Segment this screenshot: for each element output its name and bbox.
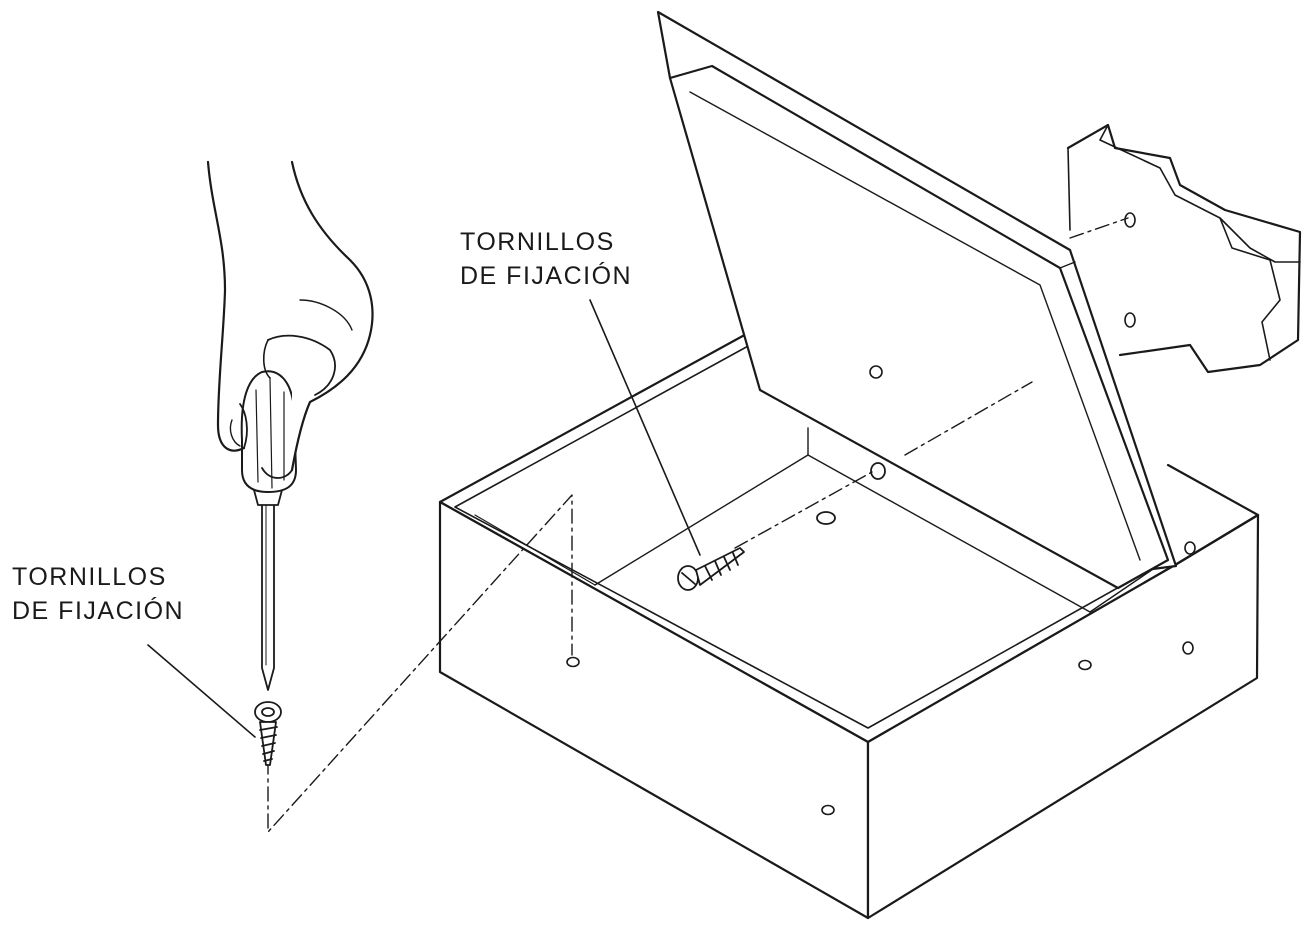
fixing-screws-label-center: TORNILLOS DE FIJACIÓN: [460, 225, 632, 293]
wall-section: [1066, 123, 1302, 374]
alignment-lines: [267, 217, 1129, 833]
label-line-2: DE FIJACIÓN: [460, 262, 633, 290]
label-line-1: TORNILLOS: [12, 563, 167, 591]
fixing-screws-label-left: TORNILLOS DE FIJACIÓN: [12, 560, 184, 628]
leader-lines: [147, 299, 701, 738]
hand-with-screwdriver: [206, 160, 374, 691]
screw-left: [254, 701, 282, 766]
safe-lid: [656, 10, 1178, 590]
screw-inside: [677, 547, 745, 591]
label-line-1: TORNILLOS: [460, 228, 615, 256]
safe-box: [438, 330, 1260, 920]
label-line-2: DE FIJACIÓN: [12, 597, 185, 625]
